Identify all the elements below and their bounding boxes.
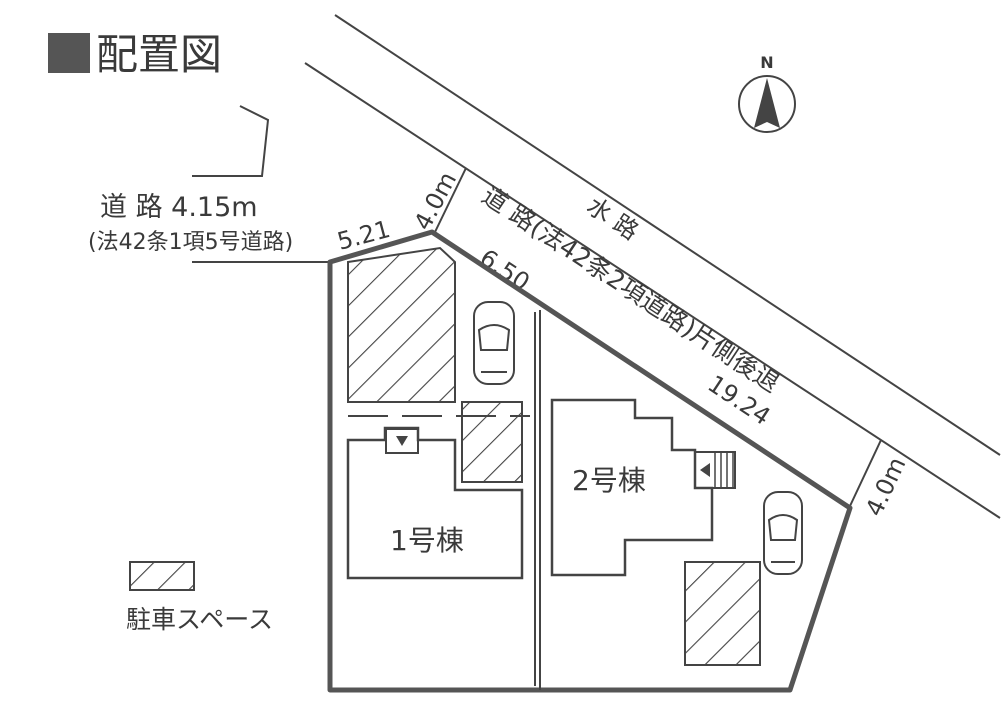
- left-setback-tick: [434, 167, 467, 233]
- road-edge-line: [304, 62, 1001, 519]
- left-road-label: 道 路 4.15m: [100, 192, 258, 223]
- building-2-label: 2号棟: [572, 464, 646, 497]
- lot1-entrance: [385, 428, 419, 454]
- legend-parking-label: 駐車スペース: [126, 605, 273, 634]
- lot1-frontage-dimension: 6.50: [475, 244, 535, 297]
- lot2-stairs-lines: [714, 452, 734, 488]
- lot1-parking-space-small: [461, 401, 523, 483]
- lot2-parking-space: [684, 561, 761, 666]
- right-setback-dimension: 4.0m: [860, 453, 911, 521]
- lot1-car-icon: [473, 301, 515, 385]
- north-arrow-icon: [738, 75, 796, 133]
- left-setback-dimension: 4.0m: [409, 167, 463, 234]
- building-1-label: 1号棟: [390, 524, 464, 557]
- property-boundary: [327, 229, 853, 693]
- legend-parking-swatch: [129, 561, 195, 591]
- lot2-entrance-arrow-icon: [700, 463, 710, 477]
- north-label: N: [760, 53, 773, 72]
- left-road-top-line: [192, 105, 270, 177]
- lot2-car-icon: [763, 491, 803, 575]
- left-road-note: (法42条1項5号道路): [88, 230, 293, 255]
- waterway-edge-line: [334, 14, 1001, 456]
- page-title: 配置図: [96, 30, 222, 79]
- lot1-entrance-arrow-icon: [396, 436, 408, 446]
- right-setback-tick: [849, 439, 882, 507]
- title-square-icon: [48, 33, 90, 73]
- lot1-parking-space: [347, 246, 456, 403]
